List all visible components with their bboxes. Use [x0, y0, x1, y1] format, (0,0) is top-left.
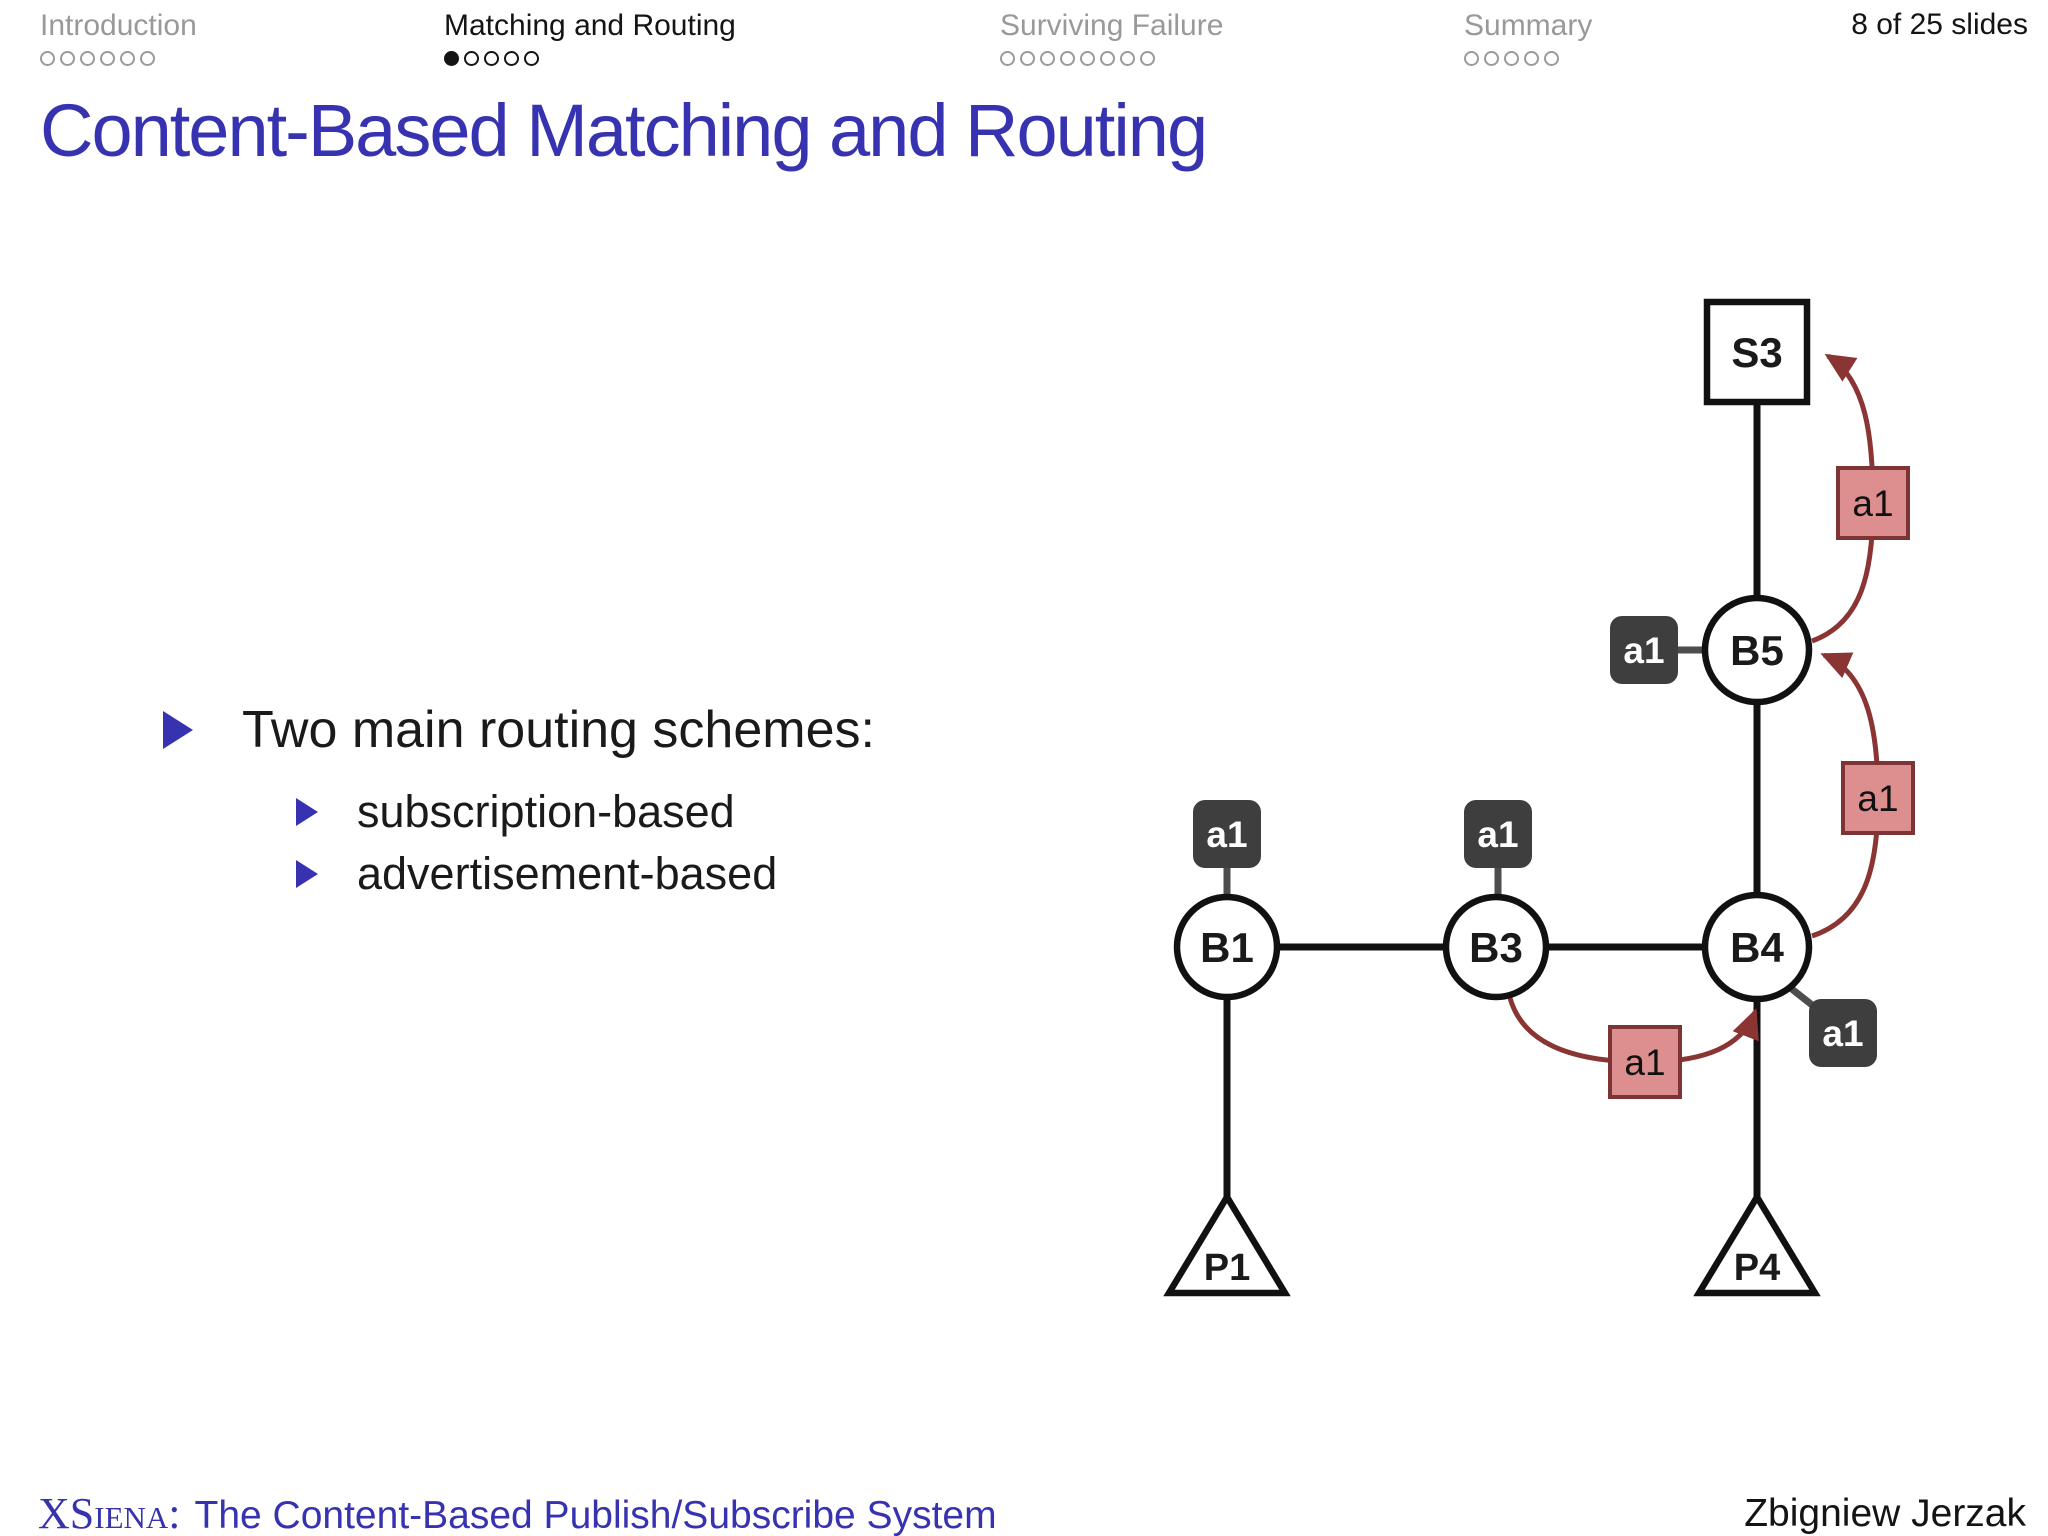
ad-tag-b1: a1 [1193, 800, 1261, 868]
footer-system-title: The Content-Based Publish/Subscribe Syst… [194, 1494, 997, 1536]
bullet-sub-text: advertisement-based [357, 848, 778, 899]
bullet-marker-icon [296, 860, 321, 888]
nav-dot[interactable] [140, 51, 155, 66]
bullet-sub-text: subscription-based [357, 786, 735, 837]
footer-title: XSiena: The Content-Based Publish/Subscri… [38, 1488, 997, 1536]
svg-text:B4: B4 [1730, 924, 1784, 971]
nav-dot[interactable] [524, 51, 539, 66]
node-b4-broker: B4 [1701, 891, 1813, 1003]
node-p1-publisher: P1 [1163, 1190, 1291, 1297]
nav-dot[interactable] [100, 51, 115, 66]
bullet-sub-advertisement: advertisement-based [296, 848, 777, 900]
ad-tag-b4: a1 [1809, 999, 1877, 1067]
nav-dot[interactable] [1524, 51, 1539, 66]
nav-dot[interactable] [1020, 51, 1035, 66]
nav-dot[interactable] [1060, 51, 1075, 66]
nav-dot[interactable] [1080, 51, 1095, 66]
svg-text:B3: B3 [1469, 924, 1523, 971]
node-b5-broker: B5 [1701, 594, 1813, 706]
svg-text:B1: B1 [1200, 924, 1254, 971]
nav-dots[interactable] [1464, 51, 1592, 66]
ad-tag-b3: a1 [1464, 800, 1532, 868]
svg-text:a1: a1 [1852, 483, 1893, 524]
svg-text:a1: a1 [1206, 814, 1247, 855]
nav-section-label[interactable]: Introduction [40, 9, 197, 42]
footer-author: Zbigniew Jerzak [1744, 1492, 2026, 1535]
svg-text:a1: a1 [1822, 1013, 1863, 1054]
nav-dot[interactable] [40, 51, 55, 66]
nav-dots[interactable] [1000, 51, 1223, 66]
svg-text:a1: a1 [1857, 778, 1898, 819]
node-b1-broker: B1 [1173, 893, 1281, 1001]
svg-text:a1: a1 [1477, 814, 1518, 855]
nav-section-label[interactable]: Summary [1464, 9, 1593, 42]
nav-dot[interactable] [1100, 51, 1115, 66]
flow-tag-b5-s3: a1 [1836, 466, 1910, 540]
nav-section-label[interactable]: Surviving Failure [1000, 9, 1224, 42]
nav-dot[interactable] [1120, 51, 1135, 66]
nav-section-surviving-failure[interactable]: Surviving Failure [1000, 8, 1223, 66]
bullet-marker-icon [296, 798, 321, 826]
svg-text:a1: a1 [1623, 630, 1664, 671]
flow-tag-b4-b5: a1 [1841, 761, 1915, 835]
nav-dot[interactable] [464, 51, 479, 66]
bullet-main-text: Two main routing schemes: [242, 701, 875, 759]
footer-brand: XSiena: [38, 1489, 181, 1536]
nav-dot[interactable] [1504, 51, 1519, 66]
nav-section-introduction[interactable]: Introduction [40, 8, 197, 66]
nav-section-label[interactable]: Matching and Routing [444, 9, 736, 42]
nav-dot[interactable] [1484, 51, 1499, 66]
nav-dot[interactable] [1544, 51, 1559, 66]
nav-dots[interactable] [40, 51, 197, 66]
bullet-marker-icon [163, 711, 196, 749]
nav-dot[interactable] [1000, 51, 1015, 66]
nav-dot[interactable] [60, 51, 75, 66]
nav-dot[interactable] [484, 51, 499, 66]
svg-text:B5: B5 [1730, 627, 1784, 674]
svg-text:P4: P4 [1734, 1247, 1780, 1289]
nav-dot[interactable] [1040, 51, 1055, 66]
svg-text:P1: P1 [1204, 1247, 1250, 1289]
nav-dot[interactable] [80, 51, 95, 66]
nav-dot[interactable] [504, 51, 519, 66]
bullet-main: Two main routing schemes: [163, 700, 875, 760]
svg-text:a1: a1 [1624, 1042, 1665, 1083]
svg-text:S3: S3 [1731, 329, 1782, 376]
node-b3-broker: B3 [1442, 893, 1550, 1001]
nav-section-matching-and-routing[interactable]: Matching and Routing [444, 8, 736, 66]
nav-section-summary[interactable]: Summary [1464, 8, 1592, 66]
node-s3-subscriber: S3 [1703, 298, 1811, 406]
page-title: Content-Based Matching and Routing [40, 89, 1208, 172]
node-p4-publisher: P4 [1693, 1190, 1821, 1297]
nav-dot[interactable] [444, 51, 459, 66]
nav-dot[interactable] [120, 51, 135, 66]
nav-dot[interactable] [1140, 51, 1155, 66]
flow-tag-b3-b4: a1 [1608, 1025, 1682, 1099]
bullet-sub-subscription: subscription-based [296, 786, 735, 838]
slide-counter: 8 of 25 slides [1851, 8, 2028, 41]
nav-dot[interactable] [1464, 51, 1479, 66]
ad-tag-b5: a1 [1610, 616, 1678, 684]
nav-dots[interactable] [444, 51, 736, 66]
